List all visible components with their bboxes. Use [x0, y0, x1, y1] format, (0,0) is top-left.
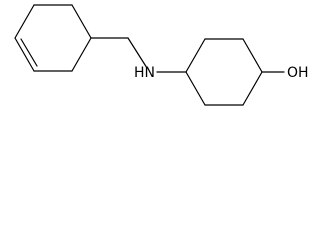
- structure-canvas: HN OH: [14, 4, 309, 106]
- double-bond-inner-line: [20, 38, 38, 67]
- bond: [14, 4, 35, 39]
- cyclohexane-ring: [185, 38, 263, 106]
- bond: [185, 71, 206, 106]
- bond: [185, 38, 206, 73]
- methylene-to-nitrogen-bond: [127, 37, 148, 69]
- amine-label: HN: [134, 65, 155, 81]
- bond: [242, 71, 263, 106]
- bond: [14, 37, 35, 72]
- hydroxyl-label: OH: [287, 65, 309, 81]
- bond: [71, 37, 92, 72]
- bond: [71, 4, 92, 39]
- bond: [242, 38, 263, 73]
- cyclohexene-ring: [14, 4, 92, 72]
